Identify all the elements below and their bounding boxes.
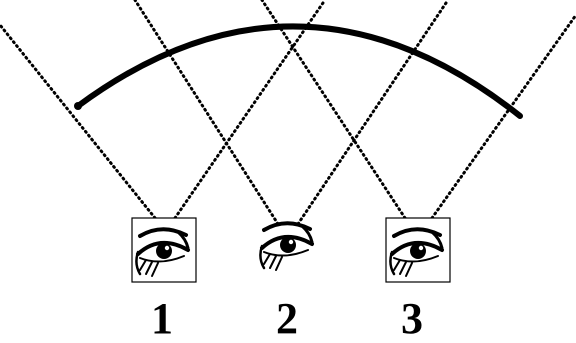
eye-icon xyxy=(260,223,312,270)
viewpoint-label-2: 2 xyxy=(276,294,298,343)
sight-ray-3-left xyxy=(262,0,405,218)
sight-ray-2-right xyxy=(298,0,448,224)
viewpoint-1: 1 xyxy=(132,218,196,343)
sight-ray-1-left xyxy=(0,25,155,218)
sight-ray-2-left xyxy=(135,0,278,224)
viewpoint-label-3: 3 xyxy=(401,294,423,343)
viewpoint-label-1: 1 xyxy=(151,294,173,343)
curved-surface-arc xyxy=(78,26,520,116)
sight-ray-3-right xyxy=(432,15,576,218)
viewpoint-3: 3 xyxy=(386,218,450,343)
arc-endpoint-marker xyxy=(74,102,82,110)
viewpoint-2: 2 xyxy=(260,223,312,343)
sight-rays xyxy=(0,0,576,224)
